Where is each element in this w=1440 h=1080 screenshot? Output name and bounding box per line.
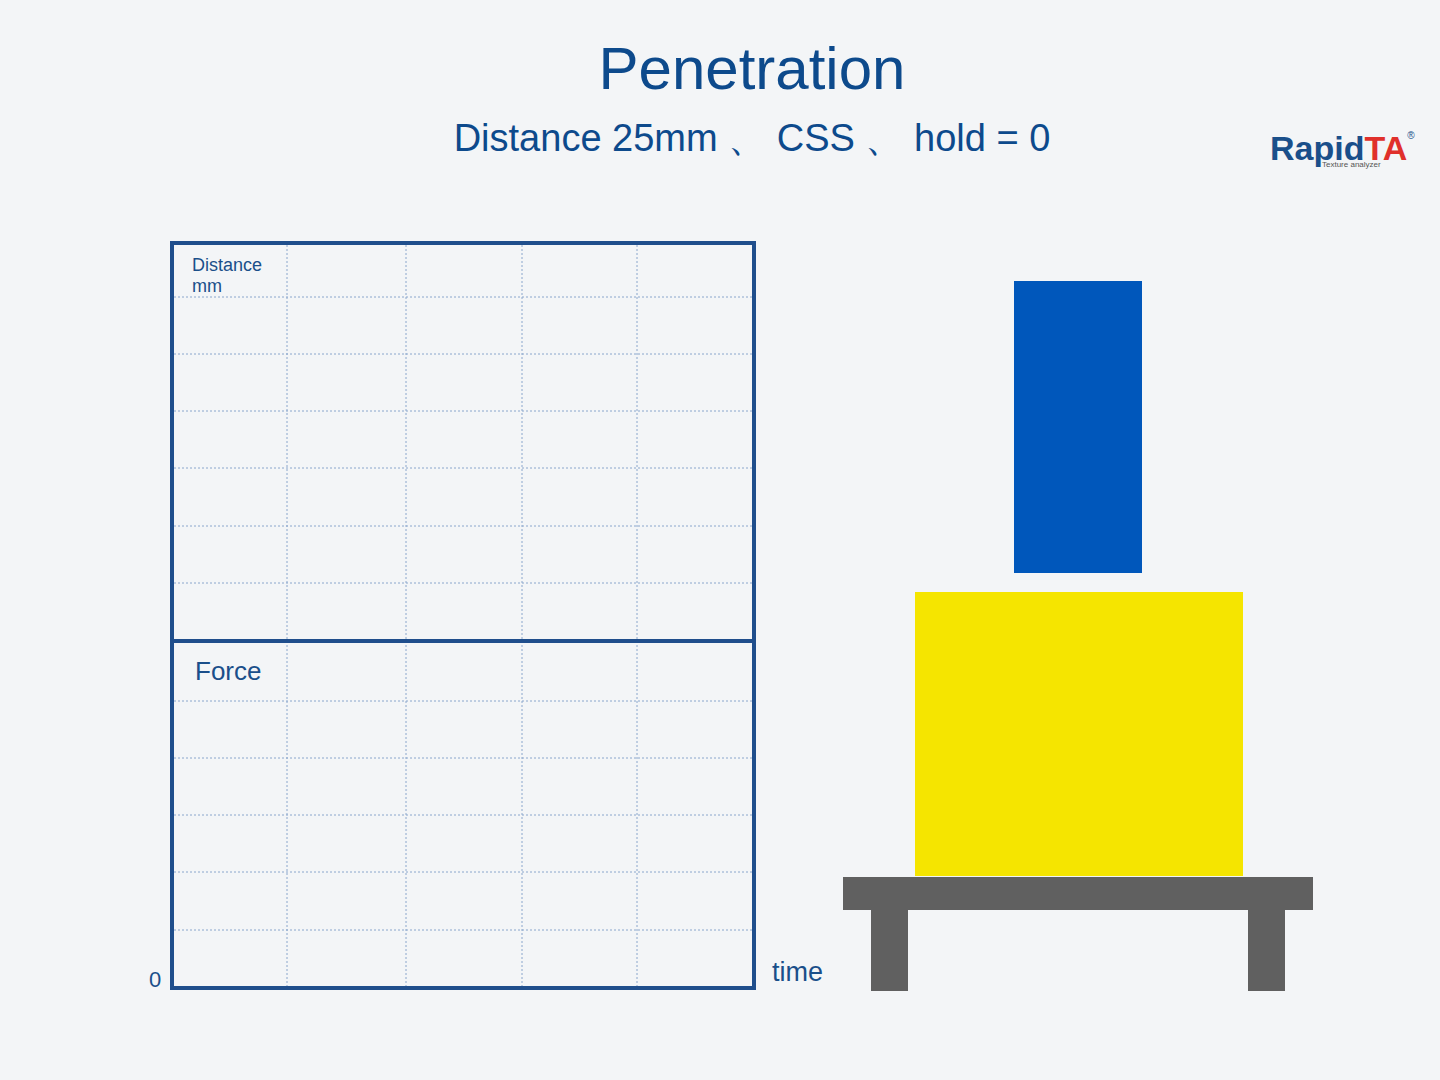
table-top xyxy=(843,877,1313,910)
logo-tagline: Texture analyzer xyxy=(1322,161,1381,170)
axis-title: Force xyxy=(195,657,261,687)
distance-panel: Distance mm xyxy=(170,241,756,643)
chart-grid xyxy=(174,245,752,986)
table-leg xyxy=(871,910,908,991)
logo-mark: ® xyxy=(1407,130,1414,141)
axis-label: time xyxy=(772,958,823,988)
sample xyxy=(915,592,1243,876)
force-panel: Force xyxy=(170,639,756,990)
subtitle: Distance 25mm 、 CSS 、 hold = 0 xyxy=(454,118,1051,160)
table-leg xyxy=(1248,910,1285,991)
title: Penetration xyxy=(599,36,906,102)
axis-origin: 0 xyxy=(149,968,161,992)
axis-title: Distance mm xyxy=(192,255,262,296)
probe xyxy=(1014,281,1142,573)
